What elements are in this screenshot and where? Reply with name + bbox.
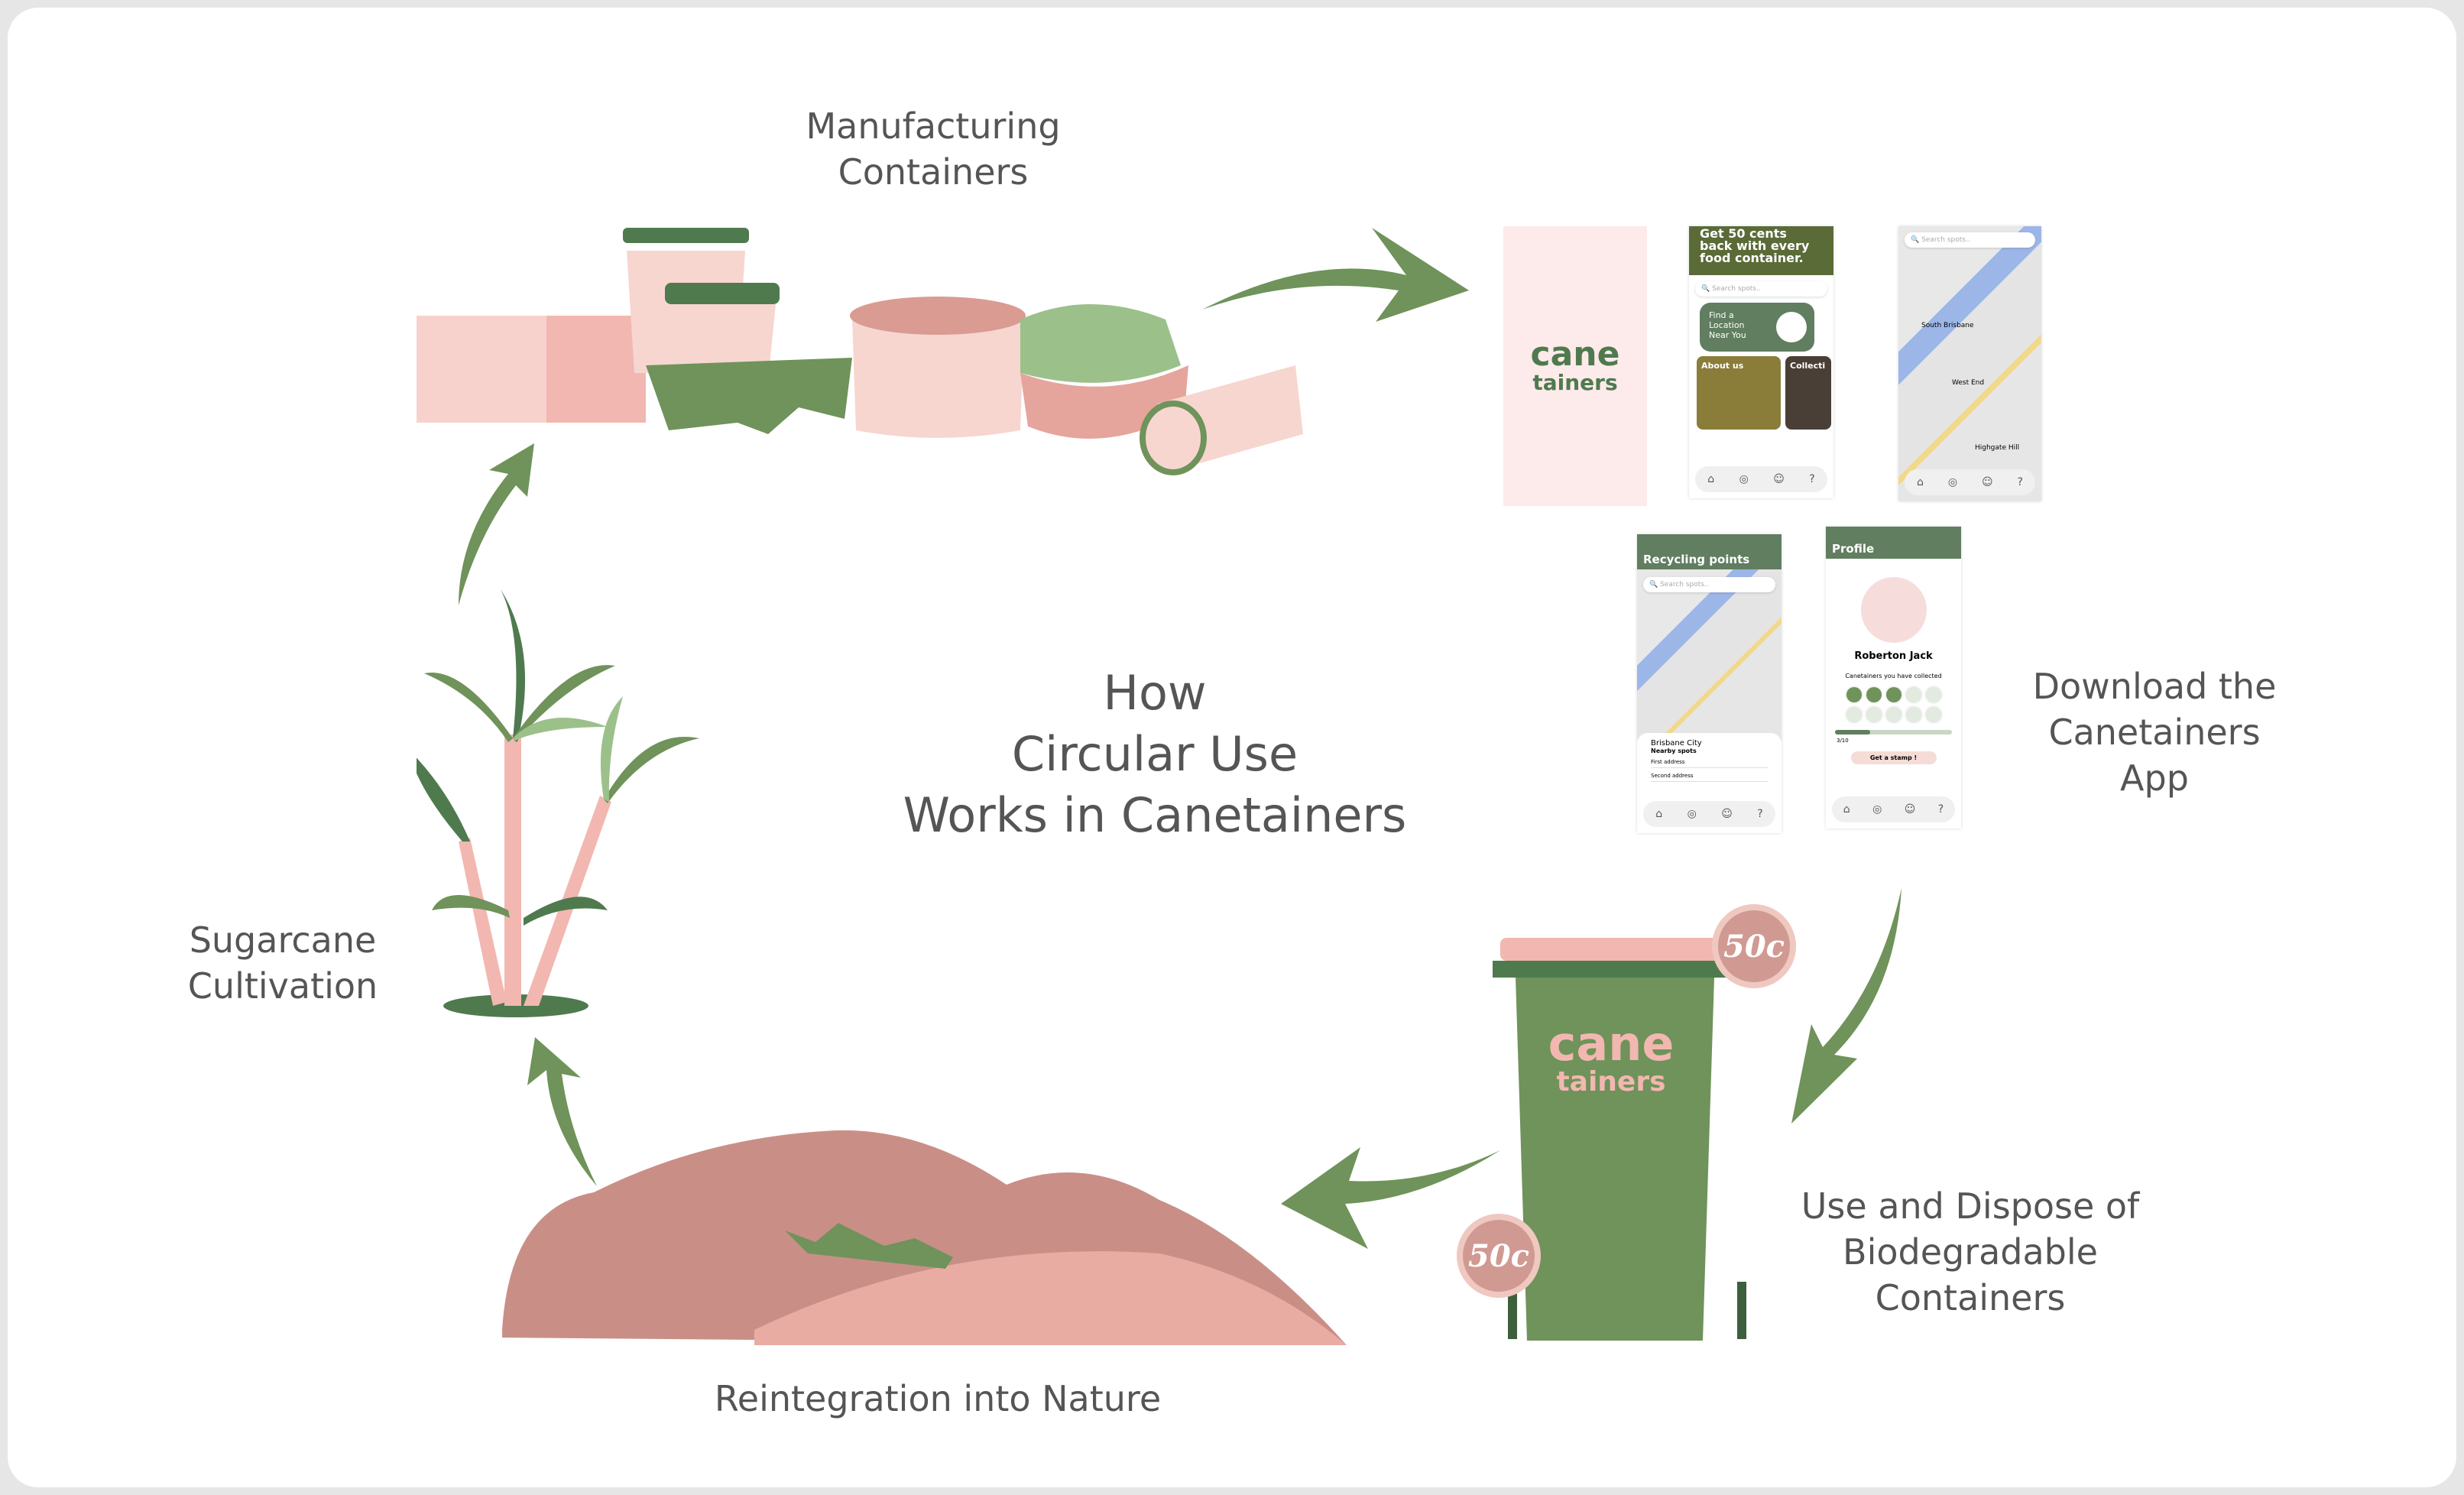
stamp-icon xyxy=(1885,707,1901,722)
profile-icon[interactable]: ☺ xyxy=(1721,808,1733,820)
coin-badge: 50c xyxy=(1457,1214,1541,1298)
arrow-left-icon xyxy=(1281,1147,1500,1249)
get-stamp-button[interactable]: Get a stamp ! xyxy=(1850,751,1937,764)
recycling-bin-illustration: cane tainers xyxy=(1493,938,1746,1341)
screen-header: Recycling points xyxy=(1637,534,1782,569)
sugarcane-illustration xyxy=(417,589,699,1017)
home-icon[interactable]: ⌂ xyxy=(1843,803,1850,816)
progress-bar xyxy=(1835,730,1952,735)
profile-icon[interactable]: ☺ xyxy=(1904,803,1916,816)
about-us-tile[interactable]: About us xyxy=(1697,356,1781,430)
stamp-icon xyxy=(1885,687,1901,702)
logo: cane xyxy=(1530,335,1620,374)
location-icon[interactable]: ◎ xyxy=(1739,473,1749,485)
stamp-icon xyxy=(1925,707,1941,722)
app-profile-screen: Profile Roberton Jack Canetainers you ha… xyxy=(1826,527,1961,829)
stamp-icon xyxy=(1925,687,1941,702)
help-icon[interactable]: ? xyxy=(1757,808,1763,820)
search-input[interactable]: 🔍 Search spots.. xyxy=(1695,281,1827,297)
collection-tile[interactable]: Collecti xyxy=(1785,356,1831,430)
cane-icon xyxy=(1776,312,1807,342)
svg-text:tainers: tainers xyxy=(1556,1066,1665,1098)
avatar xyxy=(1860,577,1927,643)
city-name: Brisbane City xyxy=(1651,739,1702,748)
soil-mound-illustration xyxy=(502,1130,1347,1345)
stamp-grid xyxy=(1826,687,1961,722)
stamp-icon xyxy=(1866,707,1882,722)
location-icon[interactable]: ◎ xyxy=(1947,476,1958,488)
svg-text:cane: cane xyxy=(1548,1016,1675,1072)
help-icon[interactable]: ? xyxy=(1809,473,1815,485)
stamp-icon xyxy=(1846,707,1862,722)
logo: tainers xyxy=(1532,370,1618,395)
home-icon[interactable]: ⌂ xyxy=(1707,473,1715,485)
app-splash-screen: cane tainers xyxy=(1503,226,1647,506)
find-location-card[interactable]: Find a Location Near You xyxy=(1700,303,1814,352)
stamp-icon xyxy=(1905,707,1921,722)
user-name: Roberton Jack xyxy=(1854,650,1933,662)
search-input[interactable]: 🔍 Search spots.. xyxy=(1643,577,1775,592)
address-item[interactable]: Second address xyxy=(1651,768,1768,782)
home-banner: Get 50 cents back with every food contai… xyxy=(1689,226,1833,275)
search-input[interactable]: 🔍 Search spots.. xyxy=(1905,232,2035,248)
app-map-screen: 🔍 Search spots.. South Brisbane West End… xyxy=(1898,226,2041,501)
stamp-icon xyxy=(1846,687,1862,702)
location-icon[interactable]: ◎ xyxy=(1872,803,1882,816)
collected-label: Canetainers you have collected xyxy=(1845,673,1942,679)
stamp-icon xyxy=(1866,687,1882,702)
home-icon[interactable]: ⌂ xyxy=(1916,476,1924,488)
arrow-up-icon xyxy=(459,443,534,605)
progress-text: 3/10 xyxy=(1837,738,1849,744)
map-place-label: South Brisbane xyxy=(1921,322,1974,329)
bottom-nav: ⌂ ◎ ☺? xyxy=(1695,466,1827,492)
app-recycling-screen: Recycling points 🔍 Search spots.. Brisba… xyxy=(1637,534,1782,833)
home-icon[interactable]: ⌂ xyxy=(1655,808,1663,820)
help-icon[interactable]: ? xyxy=(2017,476,2023,488)
location-icon[interactable]: ◎ xyxy=(1687,808,1697,820)
profile-icon[interactable]: ☺ xyxy=(1773,473,1785,485)
nearby-heading: Nearby spots xyxy=(1651,748,1697,754)
bottom-nav: ⌂ ◎ ☺? xyxy=(1832,796,1955,822)
map-place-label: Highgate Hill xyxy=(1975,444,2020,452)
stage-label-reintegration: Reintegration into Nature xyxy=(714,1378,1162,1419)
arrow-down-icon xyxy=(1791,888,1901,1124)
stamp-icon xyxy=(1905,687,1921,702)
bottom-nav: ⌂ ◎ ☺? xyxy=(1905,469,2035,495)
help-icon[interactable]: ? xyxy=(1937,803,1944,816)
arrow-up-icon xyxy=(527,1037,597,1186)
bottom-nav: ⌂ ◎ ☺? xyxy=(1643,801,1775,827)
address-item[interactable]: First address xyxy=(1651,754,1768,768)
screen-header: Profile xyxy=(1826,527,1961,559)
containers-illustration xyxy=(417,228,1303,475)
coin-badge: 50c xyxy=(1712,904,1796,988)
app-home-screen: Get 50 cents back with every food contai… xyxy=(1689,226,1833,498)
map-place-label: West End xyxy=(1952,379,1985,387)
profile-icon[interactable]: ☺ xyxy=(1981,476,1993,488)
arrow-right-icon xyxy=(1202,228,1469,322)
